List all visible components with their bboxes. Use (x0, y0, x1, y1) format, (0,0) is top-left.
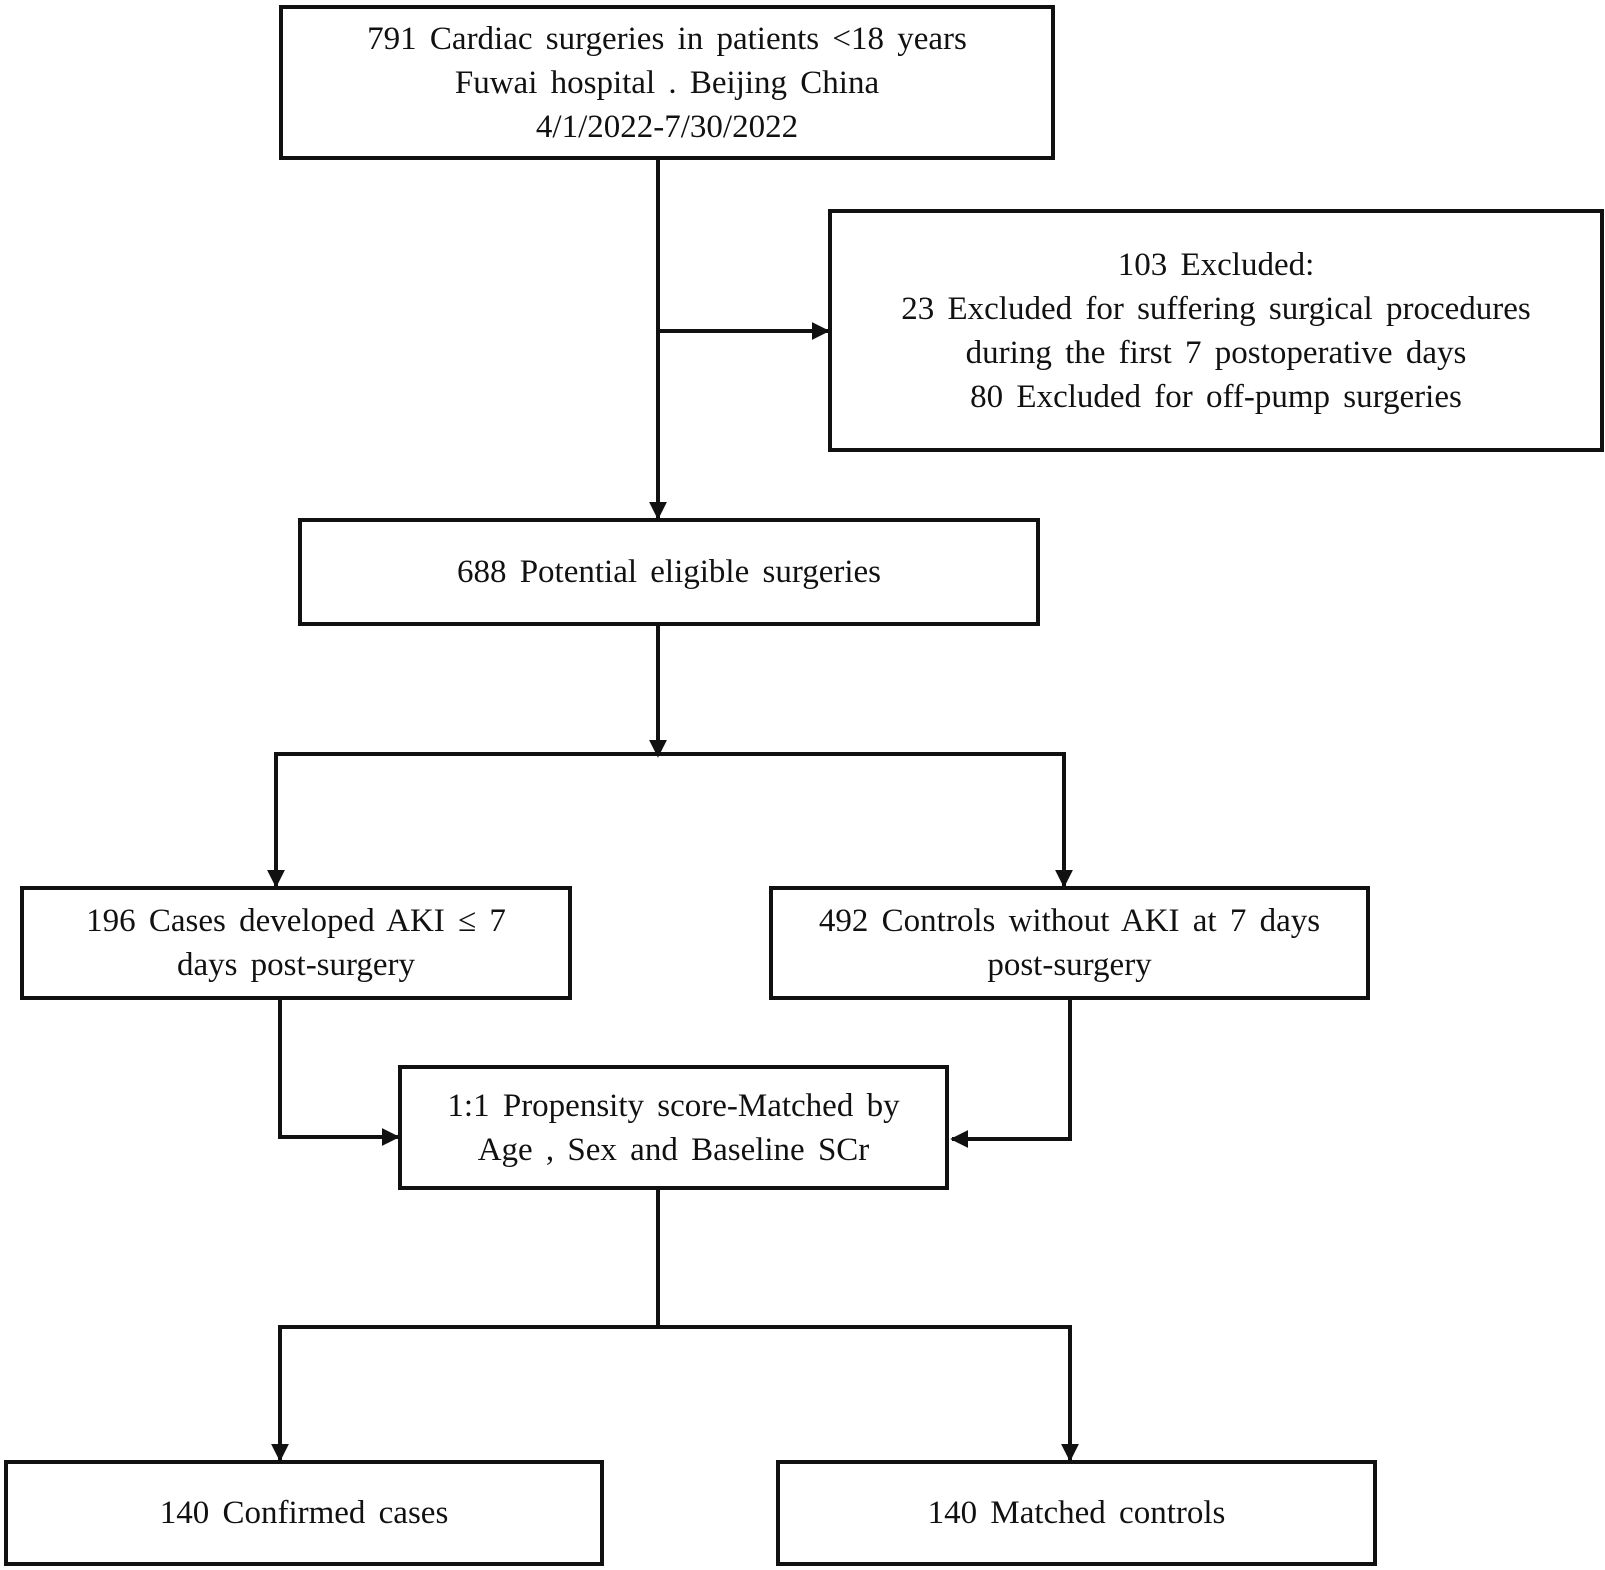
controls-line-2: post-surgery (987, 947, 1152, 983)
confirmed-cases-box: 140 Confirmed cases (4, 1460, 604, 1566)
arrow-controls-to-matching (950, 998, 1072, 1148)
cases-line-1: 196 Cases developed AKI ≤ 7 (86, 903, 506, 939)
matched-controls-label: 140 Matched controls (927, 1495, 1226, 1531)
cases-box: 196 Cases developed AKI ≤ 7 days post-su… (20, 886, 572, 1000)
controls-box: 492 Controls without AKI at 7 days post-… (769, 886, 1370, 1000)
source-population-box: 791 Cardiac surgeries in patients <18 ye… (279, 5, 1055, 160)
matched-controls-box: 140 Matched controls (776, 1460, 1377, 1566)
arrow-cases-to-matching (278, 998, 400, 1146)
confirmed-cases-label: 140 Confirmed cases (159, 1495, 449, 1531)
excluded-line-1: 103 Excluded: (1117, 246, 1315, 283)
cases-line-2: days post-surgery (176, 947, 416, 983)
source-line-2: Fuwai hospital . Beijing China (454, 64, 880, 101)
excluded-line-3: during the first 7 postoperative days (965, 334, 1467, 371)
propensity-matching-box: 1:1 Propensity score-Matched by Age , Se… (398, 1065, 949, 1190)
excluded-box: 103 Excluded: 23 Excluded for suffering … (828, 209, 1604, 452)
source-line-1: 791 Cardiac surgeries in patients <18 ye… (367, 20, 967, 57)
eligible-box: 688 Potential eligible surgeries (298, 518, 1040, 626)
controls-line-1: 492 Controls without AKI at 7 days (818, 903, 1321, 939)
matching-line-2: Age , Sex and Baseline SCr (477, 1131, 870, 1168)
source-line-3: 4/1/2022-7/30/2022 (535, 108, 799, 145)
excluded-line-4: 80 Excluded for off-pump surgeries (970, 378, 1462, 415)
matching-line-1: 1:1 Propensity score-Matched by (447, 1087, 900, 1124)
eligible-line-1: 688 Potential eligible surgeries (456, 554, 882, 590)
excluded-line-2: 23 Excluded for suffering surgical proce… (901, 290, 1531, 327)
